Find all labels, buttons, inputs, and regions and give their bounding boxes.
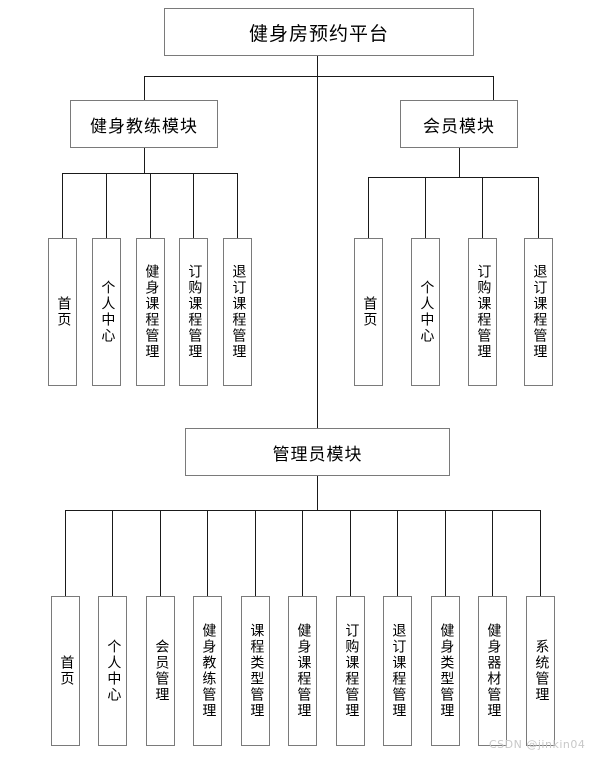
connector-admin-drop-4 [207, 510, 208, 596]
connector-admin-drop-6 [302, 510, 303, 596]
node-leaf-coach-2-label: 个人中心 [99, 280, 116, 344]
connector-coach-stem [144, 148, 145, 173]
connector-admin-drop-3 [160, 510, 161, 596]
node-module-admin[interactable]: 管理员模块 [185, 428, 450, 476]
connector-admin-drop-7 [350, 510, 351, 596]
node-leaf-admin-2[interactable]: 个人中心 [98, 596, 127, 746]
node-leaf-member-2[interactable]: 个人中心 [411, 238, 440, 386]
node-leaf-admin-1-label: 首页 [58, 655, 75, 687]
connector-member-drop-4 [538, 177, 539, 238]
node-leaf-coach-3[interactable]: 健身课程管理 [136, 238, 165, 386]
node-leaf-coach-2[interactable]: 个人中心 [92, 238, 121, 386]
node-leaf-coach-4[interactable]: 订购课程管理 [179, 238, 208, 386]
node-leaf-coach-5[interactable]: 退订课程管理 [223, 238, 252, 386]
node-leaf-admin-3[interactable]: 会员管理 [146, 596, 175, 746]
node-leaf-admin-6[interactable]: 健身课程管理 [288, 596, 317, 746]
connector-admin-bar [65, 510, 541, 511]
connector-root-stem [317, 56, 318, 76]
node-leaf-member-3-label: 订购课程管理 [475, 264, 492, 360]
connector-root-to-admin [317, 76, 318, 428]
connector-bar-to-coach [144, 76, 145, 100]
node-leaf-admin-2-label: 个人中心 [105, 639, 122, 703]
connector-member-drop-1 [368, 177, 369, 238]
node-module-coach[interactable]: 健身教练模块 [70, 100, 218, 148]
connector-admin-drop-9 [445, 510, 446, 596]
connector-coach-drop-3 [150, 173, 151, 238]
connector-admin-stem [317, 476, 318, 510]
connector-admin-drop-2 [112, 510, 113, 596]
node-leaf-admin-11-label: 系统管理 [533, 639, 550, 703]
node-leaf-admin-4[interactable]: 健身教练管理 [193, 596, 222, 746]
node-leaf-admin-5[interactable]: 课程类型管理 [241, 596, 270, 746]
node-root-platform[interactable]: 健身房预约平台 [164, 8, 474, 56]
node-leaf-admin-7-label: 订购课程管理 [343, 623, 360, 719]
node-leaf-admin-3-label: 会员管理 [153, 639, 170, 703]
node-module-member[interactable]: 会员模块 [400, 100, 518, 148]
node-leaf-coach-4-label: 订购课程管理 [186, 264, 203, 360]
watermark-credit: CSDN @jinkin04 [489, 738, 586, 751]
node-leaf-admin-5-label: 课程类型管理 [248, 623, 265, 719]
node-leaf-admin-7[interactable]: 订购课程管理 [336, 596, 365, 746]
connector-coach-drop-5 [237, 173, 238, 238]
connector-coach-drop-2 [106, 173, 107, 238]
node-leaf-member-1-label: 首页 [361, 296, 378, 328]
node-leaf-coach-5-label: 退订课程管理 [230, 264, 247, 360]
node-leaf-coach-3-label: 健身课程管理 [143, 264, 160, 360]
connector-admin-drop-5 [255, 510, 256, 596]
node-leaf-coach-1[interactable]: 首页 [48, 238, 77, 386]
node-leaf-member-4[interactable]: 退订课程管理 [524, 238, 553, 386]
node-leaf-admin-9-label: 健身类型管理 [438, 623, 455, 719]
node-leaf-admin-6-label: 健身课程管理 [295, 623, 312, 719]
node-leaf-admin-8-label: 退订课程管理 [390, 623, 407, 719]
connector-coach-bar [62, 173, 237, 174]
node-root-label: 健身房预约平台 [248, 22, 389, 45]
node-module-coach-label: 健身教练模块 [90, 116, 198, 137]
connector-admin-drop-11 [540, 510, 541, 596]
connector-coach-drop-1 [62, 173, 63, 238]
node-leaf-admin-11[interactable]: 系统管理 [526, 596, 555, 746]
connector-admin-drop-8 [397, 510, 398, 596]
node-leaf-admin-8[interactable]: 退订课程管理 [383, 596, 412, 746]
connector-member-stem [459, 148, 460, 177]
node-leaf-member-2-label: 个人中心 [418, 280, 435, 344]
node-leaf-member-4-label: 退订课程管理 [531, 264, 548, 360]
connector-bar-to-member [493, 76, 494, 100]
node-leaf-member-3[interactable]: 订购课程管理 [468, 238, 497, 386]
node-leaf-coach-1-label: 首页 [55, 296, 72, 328]
connector-member-drop-2 [425, 177, 426, 238]
node-leaf-admin-4-label: 健身教练管理 [200, 623, 217, 719]
connector-coach-drop-4 [193, 173, 194, 238]
node-leaf-admin-10-label: 健身器材管理 [485, 623, 502, 719]
node-module-admin-label: 管理员模块 [272, 444, 363, 465]
connector-member-drop-3 [482, 177, 483, 238]
connector-admin-drop-10 [492, 510, 493, 596]
node-leaf-admin-10[interactable]: 健身器材管理 [478, 596, 507, 746]
node-module-member-label: 会员模块 [423, 116, 495, 137]
node-leaf-admin-9[interactable]: 健身类型管理 [431, 596, 460, 746]
connector-admin-drop-1 [65, 510, 66, 596]
connector-level2-bar [144, 76, 494, 77]
node-leaf-admin-1[interactable]: 首页 [51, 596, 80, 746]
connector-member-bar [368, 177, 539, 178]
node-leaf-member-1[interactable]: 首页 [354, 238, 383, 386]
